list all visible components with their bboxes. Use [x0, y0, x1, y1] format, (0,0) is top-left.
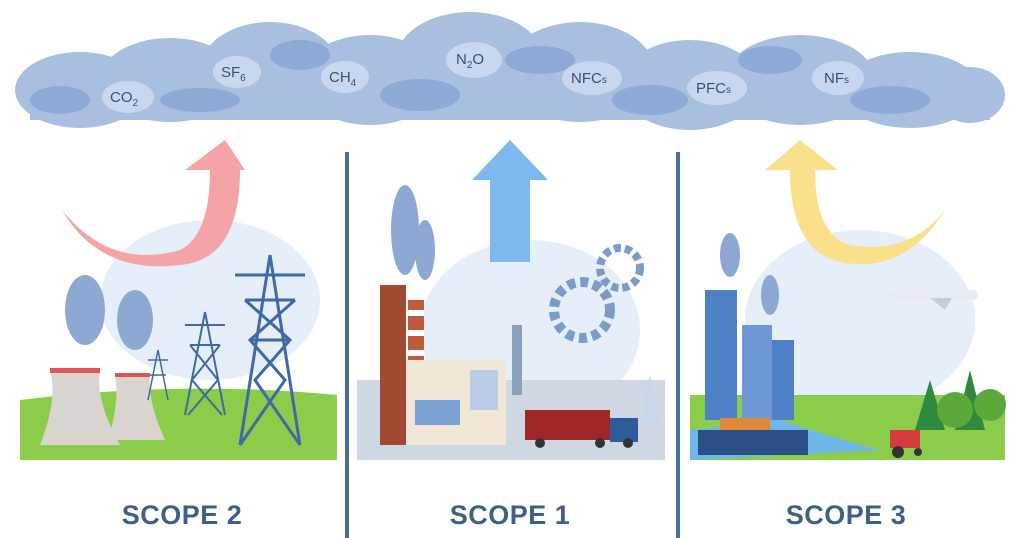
scope-3-label: SCOPE 3 [785, 500, 907, 530]
scope3-emission-arrow [765, 140, 945, 265]
gas-label-ch4: CH4 [321, 61, 369, 93]
cargo-ship-icon [698, 430, 808, 455]
airplane-icon [888, 290, 978, 310]
truck-icon [525, 410, 610, 440]
smoke-icon [761, 275, 779, 315]
cooling-tower-icon [40, 370, 120, 445]
scope-1-label: SCOPE 1 [449, 500, 571, 530]
smoke-icon [65, 275, 105, 345]
gas-label-n2o: N2O [446, 42, 502, 78]
svg-text:CH4: CH4 [329, 69, 357, 89]
gas-label-co2: CO2 [102, 81, 154, 113]
gas-label-sf6: SF6 [213, 56, 261, 88]
svg-text:PFCs: PFCs [696, 80, 731, 97]
power-pylon-icon [235, 254, 305, 446]
svg-text:NFs: NFs [824, 70, 849, 87]
svg-text:SF6: SF6 [221, 64, 246, 84]
scope3-scene [690, 230, 1006, 460]
tree-icon [640, 375, 660, 425]
tractor-icon [890, 430, 920, 448]
gear-icon [549, 277, 615, 343]
gas-label-pfcs: PFCs [687, 71, 747, 105]
skyscraper-icon [705, 290, 737, 420]
scope2-emission-arrow [62, 140, 245, 267]
smoke-icon [415, 220, 435, 280]
divider-right [676, 152, 680, 538]
gas-label-nfs: NFs [812, 61, 864, 95]
scope-2-label: SCOPE 2 [121, 500, 243, 530]
scope1-emission-arrow [472, 140, 548, 262]
skyscraper-icon [742, 325, 772, 420]
gear-icon [596, 244, 644, 292]
forest-icon [915, 370, 1006, 430]
power-pylon-icon [147, 349, 169, 401]
gas-label-nfcs: NFCs [562, 61, 622, 95]
svg-text:N2O: N2O [456, 51, 484, 71]
smoke-icon [720, 233, 740, 277]
chimney-icon [380, 285, 406, 445]
skyscraper-icon [772, 340, 794, 420]
power-pylon-icon [184, 311, 226, 416]
smoke-icon [391, 185, 419, 275]
svg-text:NFCs: NFCs [571, 70, 607, 87]
divider-left [345, 152, 349, 538]
svg-text:CO2: CO2 [110, 89, 139, 109]
cooling-tower-icon [108, 375, 165, 440]
scope1-scene [357, 185, 665, 460]
smoke-icon [117, 290, 153, 350]
